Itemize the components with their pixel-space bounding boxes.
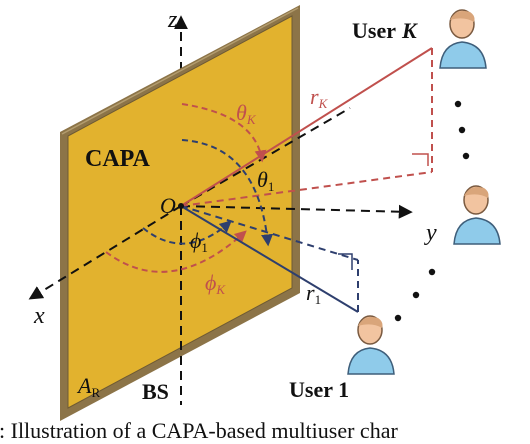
user-k-projection-line (180, 171, 433, 207)
person-icon (453, 185, 501, 245)
origin-label: O (160, 193, 176, 218)
phi-1-subscript: 1 (201, 240, 208, 255)
z-axis-label: z (167, 7, 178, 33)
r-k-subscript: K (318, 96, 329, 111)
ellipsis-dots-upper (454, 100, 470, 160)
user-1-projection-line (180, 205, 359, 261)
y-axis-label: y (424, 220, 437, 246)
theta-1-subscript: 1 (268, 179, 275, 194)
theta-k-symbol: θ (236, 100, 247, 125)
area-symbol: A (76, 373, 92, 398)
person-icon (439, 9, 487, 69)
panel-label: CAPA (85, 146, 151, 172)
ellipsis-dots-lower (394, 268, 436, 322)
x-axis-label: x (33, 303, 45, 329)
user-k-word: User (352, 18, 396, 43)
y-axis (180, 204, 413, 219)
theta-1-symbol: θ (257, 167, 268, 192)
r-1-label: r1 (306, 280, 321, 307)
figure-caption: 1: Illustration of a CAPA-based multiuse… (0, 418, 398, 443)
user-k-right-angle (412, 153, 429, 166)
user-1-label: User 1 (289, 377, 349, 402)
r-1-symbol: r (306, 280, 315, 305)
phi-k-label: ϕK (205, 270, 226, 297)
user-1-right-angle (338, 253, 353, 270)
r-1-line (180, 205, 359, 313)
area-subscript: R (91, 385, 100, 400)
phi-1-arc (142, 220, 232, 245)
user-k-geometry (105, 47, 433, 273)
r-k-line (180, 47, 433, 207)
user-k-symbol: K (401, 18, 418, 43)
phi-k-symbol: ϕ (205, 270, 216, 295)
panel-edge-highlight (61, 7, 299, 135)
origin-point (178, 203, 184, 209)
theta-1-label: θ1 (257, 167, 274, 194)
area-label: AR (76, 373, 100, 400)
bs-label: BS (142, 379, 169, 404)
r-1-subscript: 1 (315, 292, 322, 307)
user-1-geometry (142, 139, 359, 313)
phi-k-arc (105, 230, 247, 273)
r-k-label: rK (310, 84, 329, 111)
theta-k-subscript: K (246, 112, 257, 127)
r-k-symbol: r (310, 84, 319, 109)
person-icon (347, 315, 395, 375)
theta-k-arc (181, 103, 267, 163)
theta-k-label: θK (236, 100, 257, 127)
phi-1-symbol: ϕ (190, 228, 201, 253)
phi-1-label: ϕ1 (190, 228, 208, 255)
phi-k-subscript: K (215, 282, 226, 297)
